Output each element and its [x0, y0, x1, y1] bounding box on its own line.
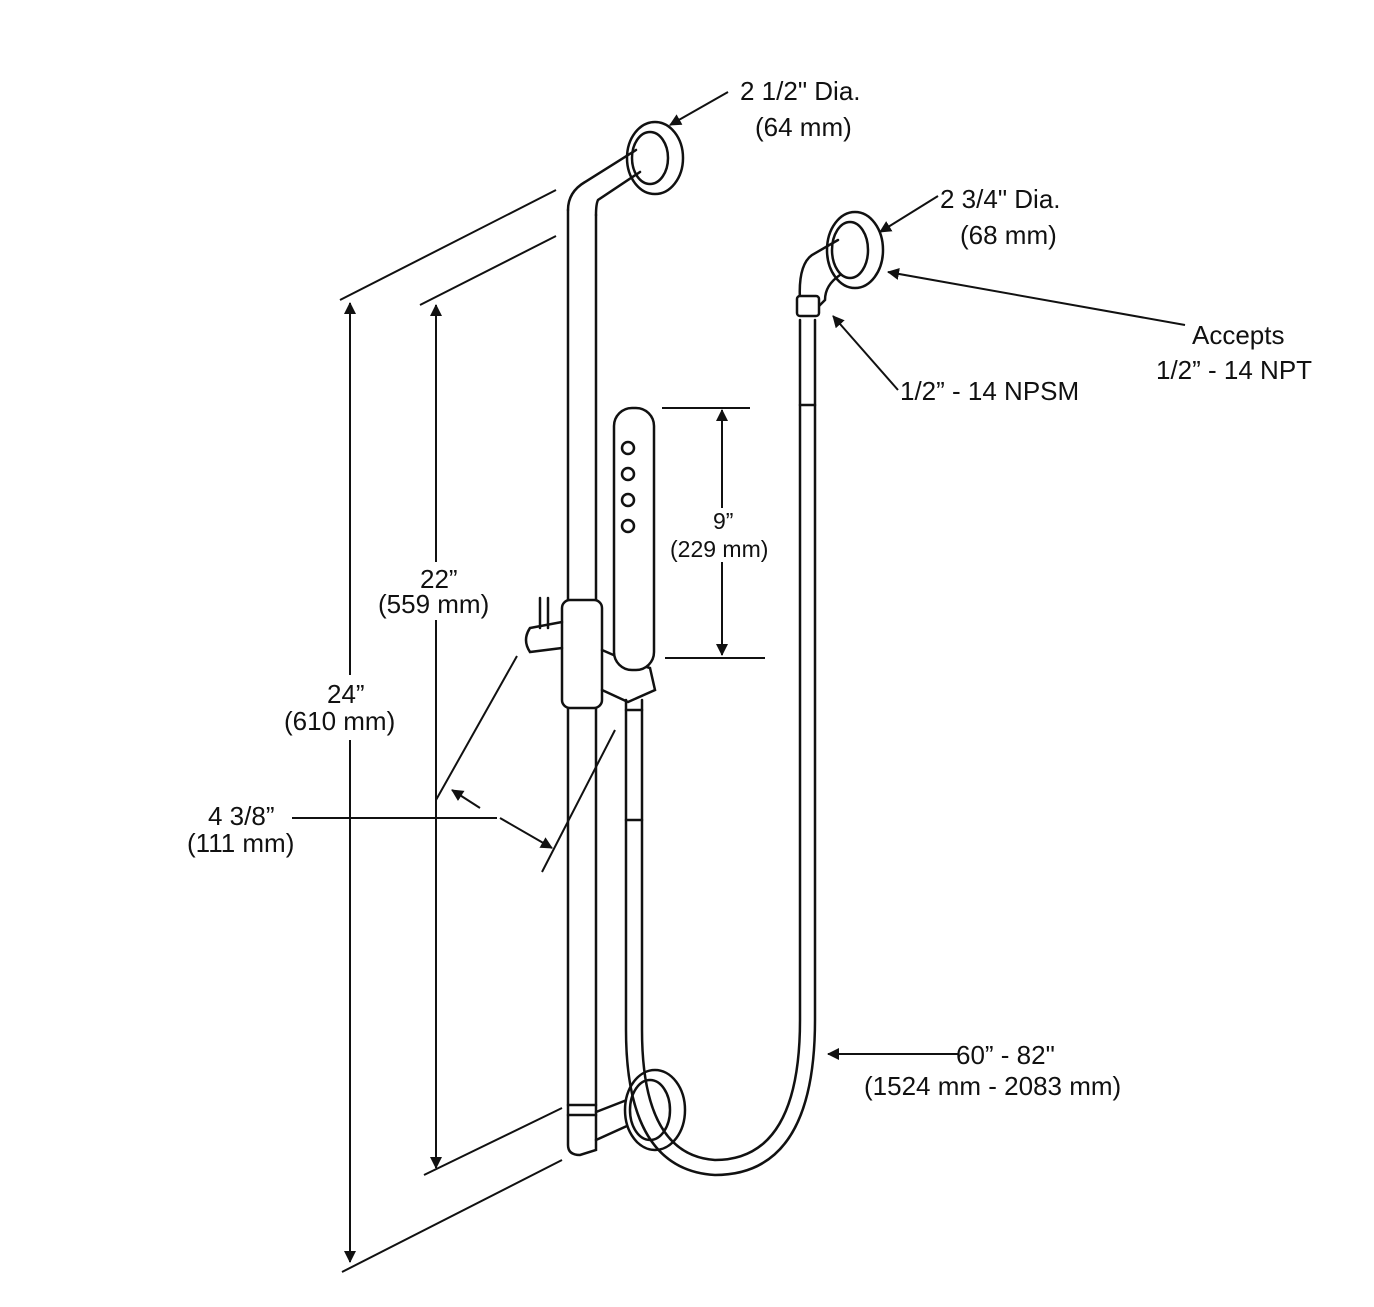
dimension-lines: [292, 91, 1186, 1272]
bottom-wall-flange: [623, 1068, 687, 1152]
npsm-label: 1/2” - 14 NPSM: [900, 376, 1080, 406]
hose-flange-dia-mm-label: (68 mm): [960, 220, 1057, 250]
hose: [624, 318, 817, 1177]
handshower: [612, 406, 656, 672]
projection-label: 4 3/8”: [208, 801, 275, 831]
top-flange-dia-mm-label: (64 mm): [755, 112, 852, 142]
npt-label: 1/2” - 14 NPT: [1156, 355, 1313, 385]
projection-mm-label: (111 mm): [187, 828, 295, 858]
accepts-label: Accepts: [1192, 320, 1285, 350]
slide-travel-mm-label: (559 mm): [378, 589, 490, 619]
top-wall-flange: [566, 120, 685, 217]
hose-wall-outlet: [795, 210, 885, 318]
hose-flange-dia-label: 2 3/4" Dia.: [940, 184, 1061, 214]
handshower-length-mm-label: (229 mm): [670, 536, 769, 562]
handshower-length-label: 9”: [713, 508, 734, 534]
hose-length-label: 60” - 82": [956, 1040, 1055, 1070]
top-flange-dia-label: 2 1/2" Dia.: [740, 76, 861, 106]
hose-length-mm-label: (1524 mm - 2083 mm): [864, 1071, 1122, 1101]
bar-length-mm-label: (610 mm): [284, 706, 396, 736]
bar-length-label: 24”: [327, 679, 365, 709]
slide-travel-label: 22”: [420, 564, 458, 594]
slider-bracket: [524, 596, 657, 710]
